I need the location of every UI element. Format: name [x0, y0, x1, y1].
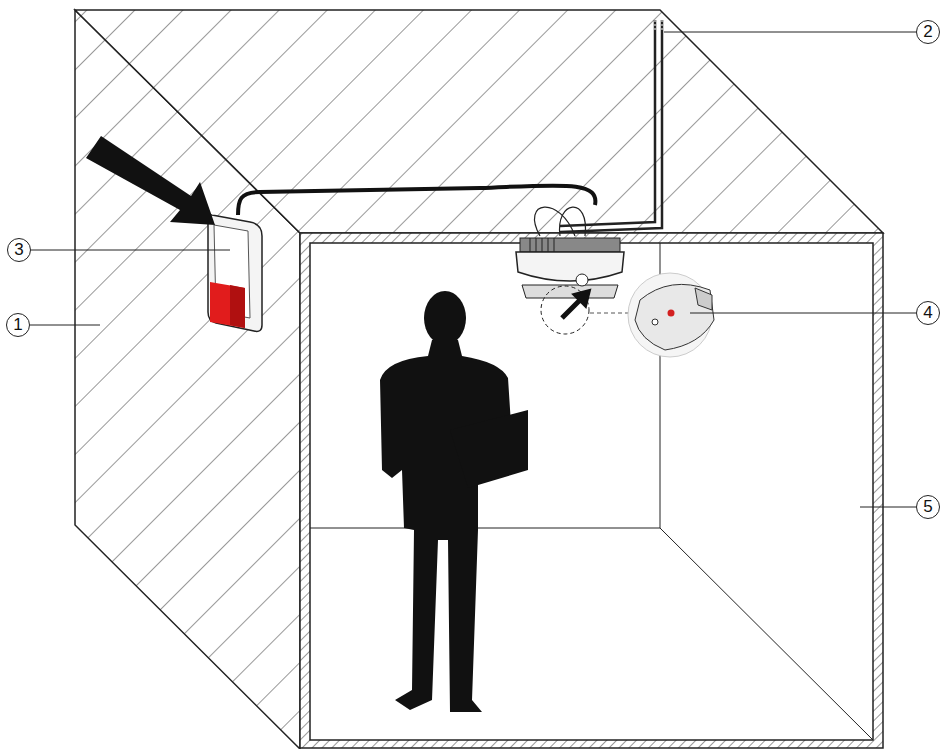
ceiling-sensor — [516, 238, 630, 334]
detail-view — [628, 273, 714, 357]
io-panel — [208, 215, 262, 332]
leader-line — [30, 32, 916, 507]
callout-number: 3 — [7, 238, 31, 262]
direction-arrow — [86, 136, 215, 225]
person-silhouette — [380, 291, 528, 712]
ceiling — [75, 10, 883, 233]
network-cable — [560, 20, 662, 232]
wall-section — [300, 233, 883, 748]
callout-number: 5 — [916, 495, 940, 519]
callout-number: 2 — [916, 20, 940, 44]
callout-number: 4 — [916, 301, 940, 325]
io-cable — [238, 185, 595, 215]
room-interior — [310, 243, 873, 740]
callout-number: 1 — [6, 313, 30, 337]
